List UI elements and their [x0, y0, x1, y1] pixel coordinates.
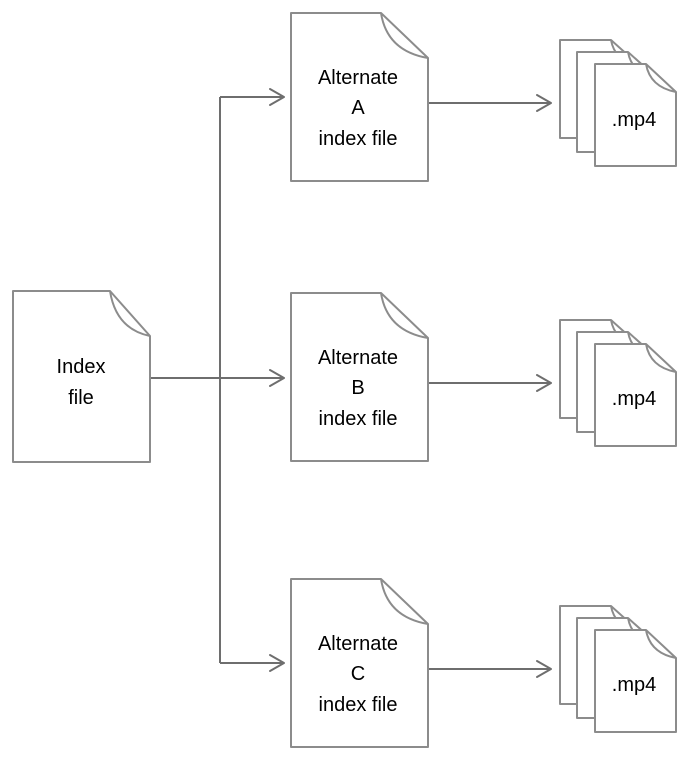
- alternate-c-label-line-1: Alternate: [318, 633, 398, 655]
- alternate-b-label-line-1: Alternate: [318, 347, 398, 369]
- media-file-c-front-icon: [594, 629, 677, 733]
- media-file-b-label: .mp4: [612, 388, 656, 410]
- media-file-c-label: .mp4: [612, 674, 656, 696]
- alternate-b-label-line-2: B: [351, 377, 364, 399]
- alternate-c-fold-corner: [380, 578, 429, 625]
- alternate-c-document: Alternate C index file: [290, 578, 429, 748]
- alternate-b-label-line-3: index file: [319, 408, 398, 430]
- media-file-a-front-fold: [645, 63, 677, 93]
- alternate-a-document-icon: [290, 12, 429, 182]
- alternate-a-document: Alternate A index file: [290, 12, 429, 182]
- alternate-a-label-line-2: A: [351, 97, 365, 119]
- arrowhead-alternate-c: [269, 654, 285, 672]
- media-file-a-label: .mp4: [612, 109, 656, 131]
- index-file-label-line-2: file: [68, 387, 94, 409]
- arrowhead-alternate-a: [269, 88, 285, 106]
- media-stack-a: .mp4: [559, 39, 677, 167]
- alternate-b-document-icon: [290, 292, 429, 462]
- alternate-c-label-line-3: index file: [319, 694, 398, 716]
- arrowhead-media-b: [536, 374, 552, 392]
- connectors: [150, 88, 552, 678]
- alternate-b-document: Alternate B index file: [290, 292, 429, 462]
- index-file-document: Index file: [12, 290, 151, 463]
- index-file-label-line-1: Index: [57, 356, 106, 378]
- alternate-a-fold-corner: [380, 12, 429, 59]
- alternate-b-fold-corner: [380, 292, 429, 339]
- media-stack-c: .mp4: [559, 605, 677, 733]
- alternate-a-label-line-1: Alternate: [318, 67, 398, 89]
- index-file-fold-corner: [109, 290, 151, 337]
- alternate-c-label-line-2: C: [351, 663, 365, 685]
- arrowhead-media-c: [536, 660, 552, 678]
- media-file-a-front-icon: [594, 63, 677, 167]
- index-file-document-icon: [12, 290, 151, 463]
- media-file-b-front-icon: [594, 343, 677, 447]
- arrowhead-alternate-b: [269, 369, 285, 387]
- media-stack-b: .mp4: [559, 319, 677, 447]
- arrowhead-media-a: [536, 94, 552, 112]
- media-file-b-front-fold: [645, 343, 677, 373]
- alternate-a-label-line-3: index file: [319, 128, 398, 150]
- alternate-c-document-icon: [290, 578, 429, 748]
- media-file-c-front-fold: [645, 629, 677, 659]
